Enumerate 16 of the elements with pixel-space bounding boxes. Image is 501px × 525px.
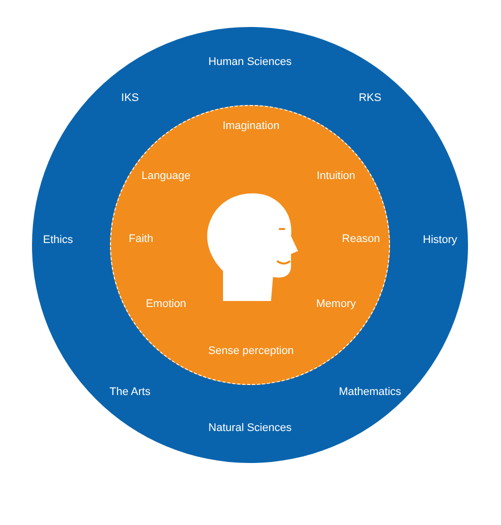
circle-label: Ethics xyxy=(43,234,73,246)
circle-label: Intuition xyxy=(316,170,356,182)
circle-label: Imagination xyxy=(222,120,280,132)
circle-label: Mathematics xyxy=(338,386,402,398)
circle-label: Faith xyxy=(128,233,154,245)
circle-label: IKS xyxy=(121,92,139,104)
circle-label: Natural Sciences xyxy=(208,422,292,434)
circle-label: Human Sciences xyxy=(208,56,292,68)
circle-label: Memory xyxy=(316,298,356,310)
circle-label: History xyxy=(422,234,458,246)
circle-label: Language xyxy=(142,170,190,182)
circle-label: RKS xyxy=(358,92,382,104)
circle-label: The Arts xyxy=(110,386,150,398)
circle-label: Emotion xyxy=(146,298,186,310)
circle-label: Sense perception xyxy=(208,345,294,357)
circle-label: Reason xyxy=(342,233,380,245)
